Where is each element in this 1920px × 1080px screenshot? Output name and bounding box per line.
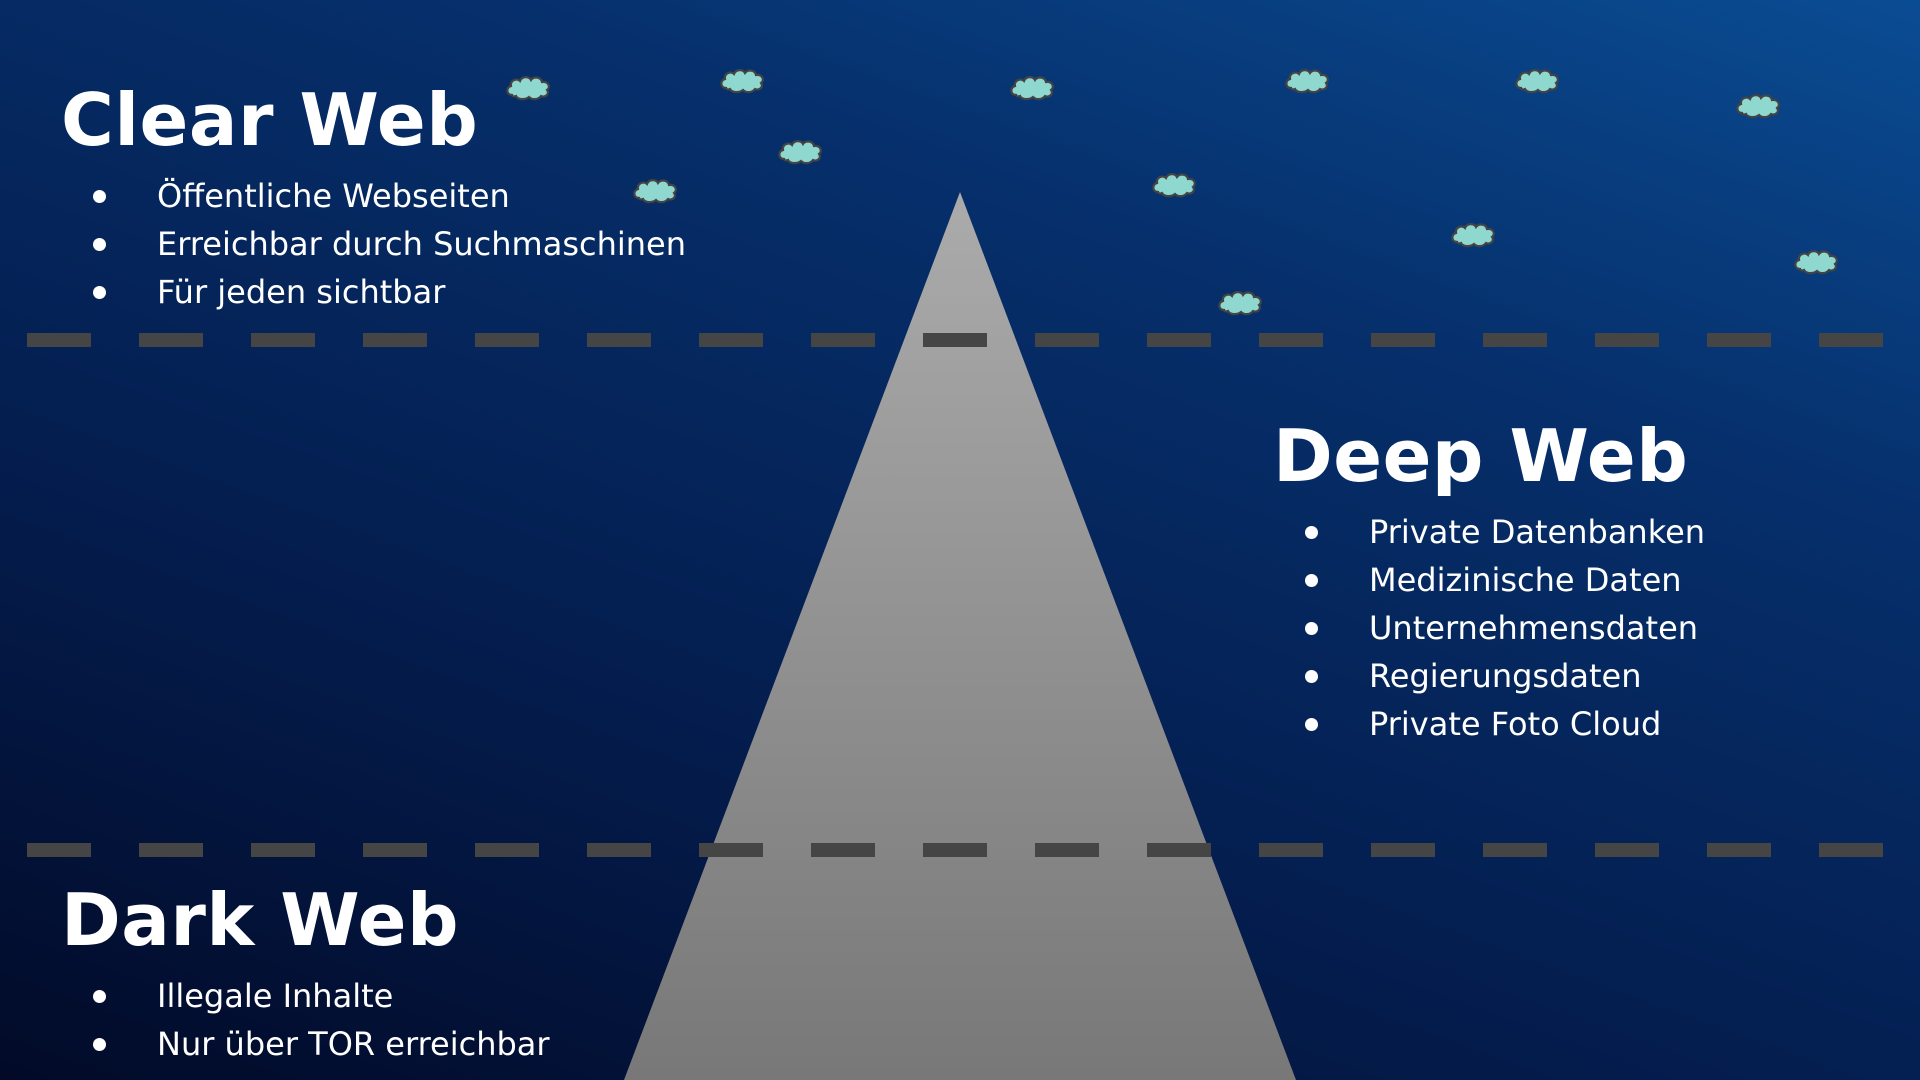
divider-dash — [1371, 333, 1435, 347]
bullet-icon — [93, 238, 106, 251]
bullet-icon — [1305, 574, 1318, 587]
divider-dash — [1259, 333, 1323, 347]
divider-dash — [1819, 843, 1883, 857]
clear-web-title: Clear Web — [61, 78, 479, 162]
divider-dash — [1483, 333, 1547, 347]
list-item: Erreichbar durch Suchmaschinen — [61, 220, 686, 268]
cloud-icon — [1152, 173, 1196, 198]
list-item-text: Nur über TOR erreichbar — [157, 1025, 550, 1063]
divider-dash — [1483, 843, 1547, 857]
divider-dash — [1035, 333, 1099, 347]
list-item: Unternehmensdaten — [1273, 604, 1705, 652]
list-item-text: Regierungsdaten — [1369, 657, 1642, 695]
clouds — [506, 69, 1838, 316]
list-item: Nur über TOR erreichbar — [61, 1020, 550, 1068]
list-item-text: Medizinische Daten — [1369, 561, 1682, 599]
list-item: Medizinische Daten — [1273, 556, 1705, 604]
bullet-icon — [93, 1038, 106, 1051]
clear-deep-divider — [27, 333, 1883, 347]
list-item: Regierungsdaten — [1273, 652, 1705, 700]
divider-dash — [1147, 333, 1211, 347]
dark-web-title: Dark Web — [61, 878, 460, 962]
deep-dark-divider — [27, 843, 1883, 857]
divider-dash — [363, 843, 427, 857]
cloud-icon — [1010, 76, 1054, 101]
cloud-icon — [1736, 94, 1780, 119]
divider-dash — [811, 843, 875, 857]
divider-dash — [1595, 843, 1659, 857]
bullet-icon — [1305, 718, 1318, 731]
divider-dash — [1707, 843, 1771, 857]
divider-dash — [1595, 333, 1659, 347]
dark-web-section: Dark Web Illegale Inhalte Nur über TOR e… — [61, 884, 550, 1068]
list-item: Für jeden sichtbar — [61, 268, 686, 316]
divider-dash — [1371, 843, 1435, 857]
divider-dash — [475, 333, 539, 347]
bullet-icon — [1305, 670, 1318, 683]
divider-dash — [811, 333, 875, 347]
cloud-icon — [1794, 250, 1838, 275]
divider-dash — [699, 843, 763, 857]
list-item: Öffentliche Webseiten — [61, 172, 686, 220]
divider-dash — [923, 333, 987, 347]
bullet-icon — [1305, 622, 1318, 635]
bullet-icon — [93, 286, 106, 299]
list-item-text: Private Foto Cloud — [1369, 705, 1662, 743]
divider-dash — [1707, 333, 1771, 347]
bullet-icon — [93, 190, 106, 203]
list-item-text: Für jeden sichtbar — [157, 273, 446, 311]
divider-dash — [27, 843, 91, 857]
cloud-icon — [1285, 69, 1329, 94]
clear-web-list: Öffentliche Webseiten Erreichbar durch S… — [61, 172, 686, 316]
list-item-text: Erreichbar durch Suchmaschinen — [157, 225, 686, 263]
bullet-icon — [93, 990, 106, 1003]
cloud-icon — [1218, 291, 1262, 316]
bullet-icon — [1305, 526, 1318, 539]
clear-web-section: Clear Web Öffentliche Webseiten Erreichb… — [61, 84, 686, 316]
divider-dash — [475, 843, 539, 857]
list-item-text: Unternehmensdaten — [1369, 609, 1699, 647]
iceberg-triangle — [624, 192, 1296, 1080]
divider-dash — [1035, 843, 1099, 857]
divider-dash — [251, 843, 315, 857]
list-item-text: Illegale Inhalte — [157, 977, 394, 1015]
divider-dash — [251, 333, 315, 347]
divider-dash — [923, 843, 987, 857]
divider-dash — [139, 843, 203, 857]
divider-dash — [1819, 333, 1883, 347]
dark-web-list: Illegale Inhalte Nur über TOR erreichbar — [61, 972, 550, 1068]
divider-dash — [1147, 843, 1211, 857]
cloud-icon — [1451, 223, 1495, 248]
list-item-text: Öffentliche Webseiten — [157, 177, 510, 215]
divider-dash — [139, 333, 203, 347]
list-item: Private Foto Cloud — [1273, 700, 1705, 748]
cloud-icon — [778, 140, 822, 165]
divider-dash — [363, 333, 427, 347]
cloud-icon — [720, 69, 764, 94]
divider-dash — [587, 843, 651, 857]
divider-dash — [699, 333, 763, 347]
list-item-text: Private Datenbanken — [1369, 513, 1706, 551]
cloud-icon — [1515, 69, 1559, 94]
deep-web-list: Private Datenbanken Medizinische Daten U… — [1273, 508, 1705, 748]
deep-web-title: Deep Web — [1273, 414, 1689, 498]
list-item: Private Datenbanken — [1273, 508, 1705, 556]
deep-web-section: Deep Web Private Datenbanken Medizinisch… — [1273, 420, 1705, 748]
divider-dash — [1259, 843, 1323, 857]
list-item: Illegale Inhalte — [61, 972, 550, 1020]
divider-dash — [587, 333, 651, 347]
divider-dash — [27, 333, 91, 347]
